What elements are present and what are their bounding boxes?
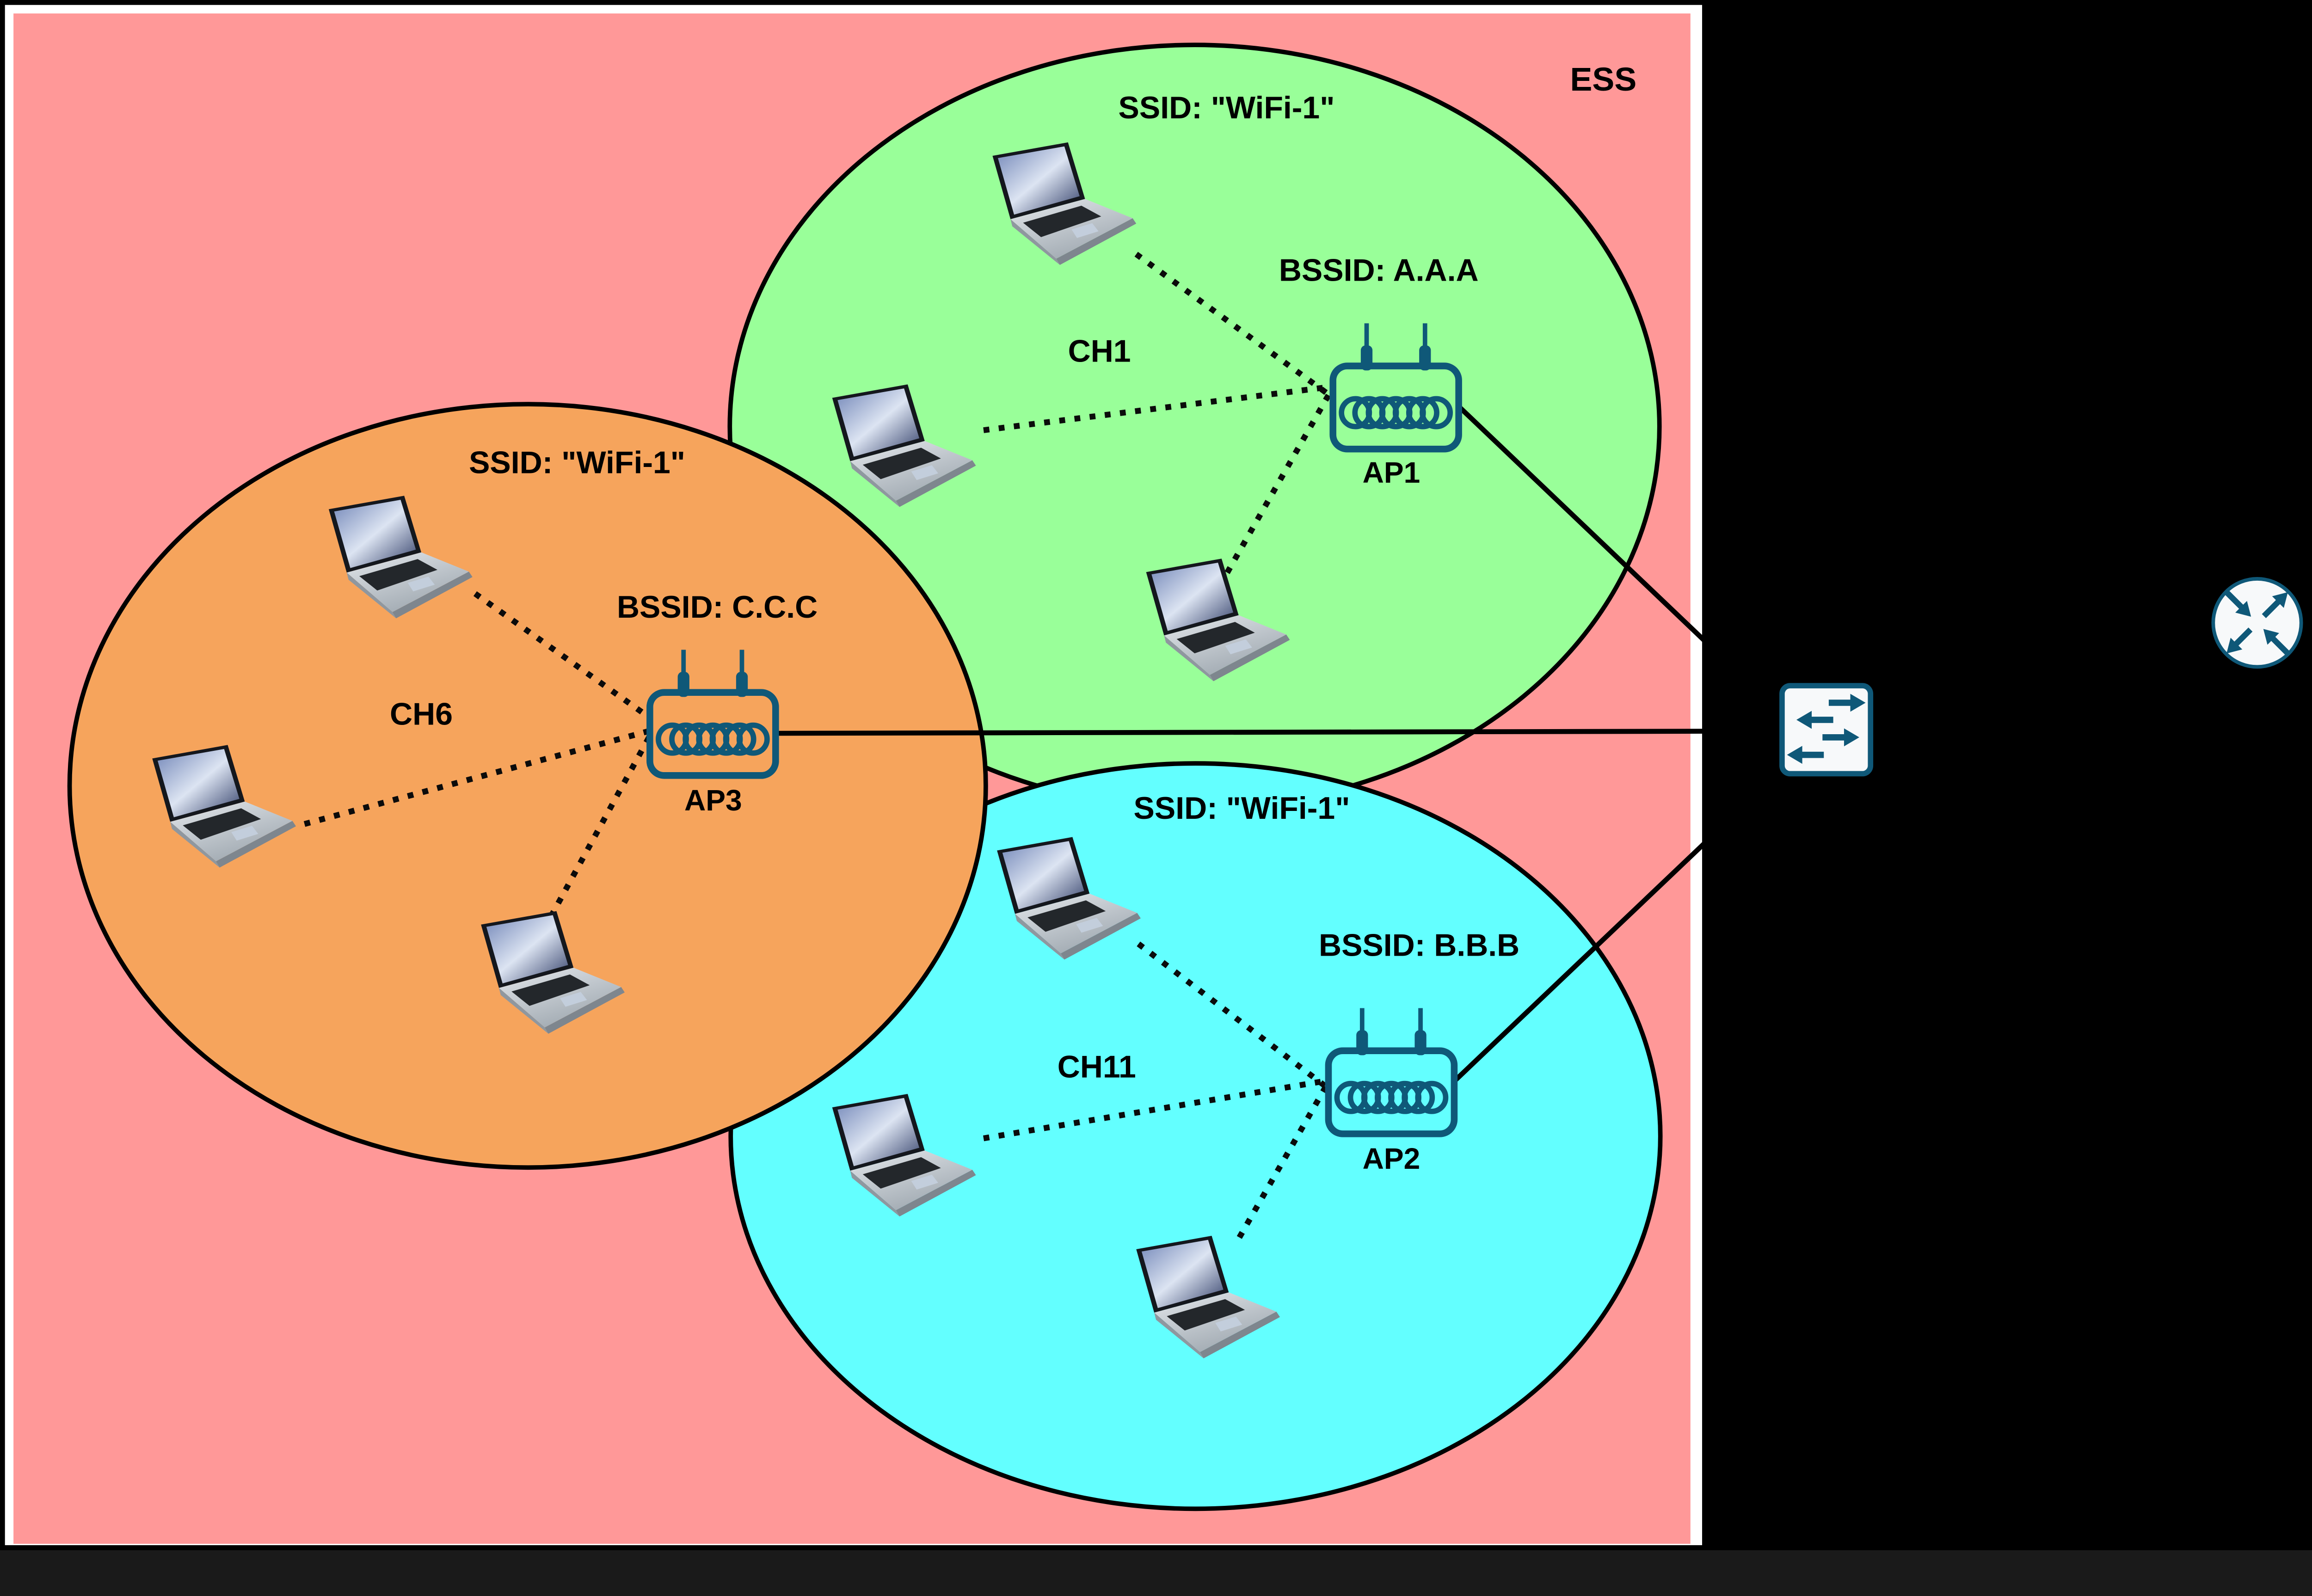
bss2-bssid-label: BSSID: B.B.B xyxy=(1319,927,1519,963)
canvas-frame xyxy=(0,0,2312,1550)
bss3-bssid-label: BSSID: C.C.C xyxy=(617,589,818,625)
wireless-link xyxy=(983,384,1329,433)
uplink-ap3-switch xyxy=(775,728,1785,736)
bss3-channel-label: CH6 xyxy=(390,696,453,731)
router-icon xyxy=(2211,577,2303,669)
wired-uplinks xyxy=(775,405,2216,1083)
wireless-link xyxy=(544,736,652,925)
uplink-ap1-switch xyxy=(1457,405,1787,719)
wlan-ess-diagram: ESS SSID: "WiFi-1" BSSID: A.A.A CH1 AP1 … xyxy=(0,0,2312,1550)
ap2-label: AP2 xyxy=(1363,1142,1420,1175)
ess-label: ESS xyxy=(1570,61,1636,98)
uplink-switch-router xyxy=(1869,620,2216,732)
bss1-ssid-label: SSID: "WiFi-1" xyxy=(1119,90,1335,125)
wireless-link xyxy=(983,1078,1327,1142)
bss2-channel-label: CH11 xyxy=(1058,1050,1136,1085)
bss2-ssid-label: SSID: "WiFi-1" xyxy=(1134,791,1350,826)
bss1-bssid-label: BSSID: A.A.A xyxy=(1279,253,1479,288)
wireless-link xyxy=(473,591,651,720)
bss-region-ap3 xyxy=(67,402,988,1170)
wireless-links xyxy=(303,252,1331,1242)
bss-region-ap2 xyxy=(728,761,1663,1511)
uplink-ap2-switch xyxy=(1452,765,1787,1083)
bss3-ssid-label: SSID: "WiFi-1" xyxy=(469,445,685,480)
bss1-channel-label: CH1 xyxy=(1068,334,1131,369)
ap1-label: AP1 xyxy=(1363,456,1420,489)
wireless-link xyxy=(1220,393,1331,582)
switch-icon xyxy=(1779,683,1874,777)
ap3-label: AP3 xyxy=(684,784,742,817)
